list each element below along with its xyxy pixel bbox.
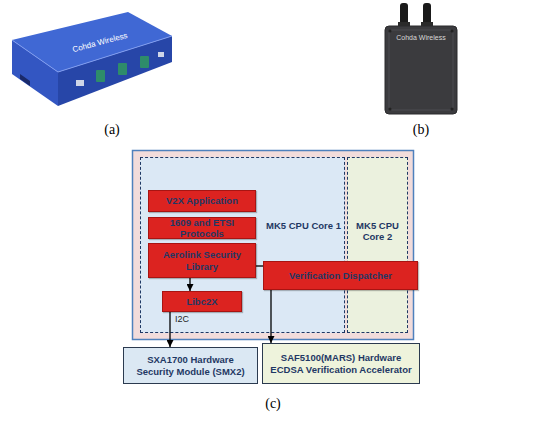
panel-label: (c): [256, 396, 290, 412]
screw: [451, 30, 454, 33]
brand-text: Cohda Wireless: [386, 34, 456, 41]
block-label: V2X Application: [166, 195, 238, 206]
module-label: SAF5100(MARS) Hardware ECDSA Verificatio…: [268, 352, 414, 375]
device-port: [20, 74, 30, 86]
antenna-port: [140, 56, 149, 68]
antenna-port: [96, 70, 105, 82]
block-label: Libc2X: [186, 296, 217, 307]
software-block: Aerolink Security Library: [148, 243, 256, 278]
cpu-core-region: MK5 CPU Core 1 V2X Application 1609 and ET…: [140, 157, 345, 333]
screw: [389, 30, 392, 33]
device-side: [12, 40, 58, 106]
cpu-core-region: MK5 CPU Core 2: [347, 157, 408, 333]
led: [158, 52, 164, 57]
block-label: Aerolink Security Library: [149, 249, 255, 272]
screw: [451, 108, 454, 111]
brand-text: Cohda Wireless: [60, 28, 140, 57]
enclosure: [385, 26, 457, 114]
blue-device-photo: [12, 12, 172, 106]
block-label: Verification Dispatcher: [289, 270, 392, 281]
usb-port: [76, 80, 84, 86]
core-label: MK5 CPU Core 2: [348, 220, 407, 243]
block-label: 1609 and ETSI Protocols: [149, 217, 255, 240]
software-block: Libc2X: [162, 291, 242, 312]
hardware-module: SXA1700 Hardware Security Module (SMX2): [123, 347, 258, 384]
connector: [270, 290, 271, 343]
software-block: 1609 and ETSI Protocols: [148, 217, 256, 239]
panel-label: (b): [404, 122, 438, 138]
panel-label: (a): [95, 122, 129, 138]
antenna-port: [118, 63, 127, 75]
software-block: Verification Dispatcher: [263, 261, 418, 290]
module-label: SXA1700 Hardware Security Module (SMX2): [134, 354, 247, 377]
software-block: V2X Application: [148, 190, 256, 212]
hardware-module: SAF5100(MARS) Hardware ECDSA Verificatio…: [262, 343, 420, 384]
dark-device-photo: [385, 3, 457, 114]
connector: [189, 278, 190, 291]
bus-label: I2C: [175, 314, 189, 324]
system-outline: [133, 151, 414, 340]
screw: [389, 108, 392, 111]
core-label: MK5 CPU Core 1: [266, 220, 346, 231]
connector: [256, 265, 263, 266]
connector: [169, 312, 170, 347]
enclosure-rim: [389, 30, 453, 110]
